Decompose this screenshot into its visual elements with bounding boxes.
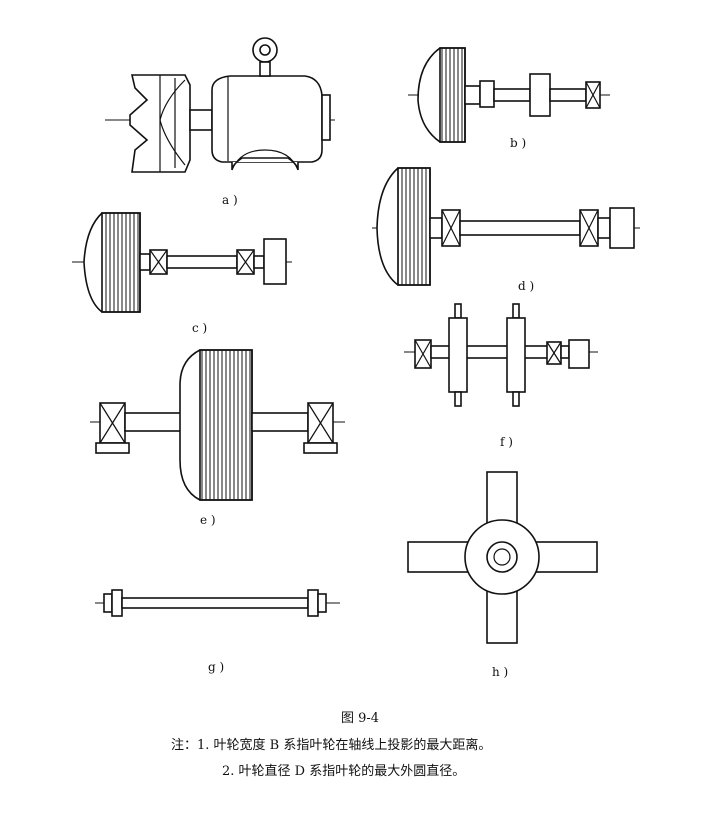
diagram-f-twin-discs: f ) (404, 303, 598, 449)
diagram-a-motor-fan: a ) (105, 37, 335, 207)
diagram-c-fan-bearings-coupling: c ) (72, 212, 292, 335)
note-line-1: 注：1. 叶轮宽度 B 系指叶轮在轴线上投影的最大距离。 (171, 738, 492, 753)
label-h: h ) (492, 665, 508, 679)
label-d: d ) (518, 279, 534, 293)
diagram-d-fan-long-shaft: d ) (372, 167, 640, 293)
note-line-2: 2. 叶轮直径 D 系指叶轮的最大外圆直径。 (222, 764, 466, 779)
diagram-b-fan-bearings-pulley: b ) (408, 47, 610, 150)
label-f: f ) (500, 435, 513, 449)
label-b: b ) (510, 136, 526, 150)
figure-caption: 图 9-4 (340, 711, 380, 726)
diagram-h-cross-impeller: h ) (407, 471, 598, 679)
label-g: g ) (208, 660, 224, 674)
diagram-g-thin-shaft: g ) (95, 589, 340, 674)
label-e: e ) (200, 513, 216, 527)
diagram-e-central-fan: e ) (90, 349, 345, 527)
label-a: a ) (222, 193, 238, 207)
label-c: c ) (192, 321, 207, 335)
